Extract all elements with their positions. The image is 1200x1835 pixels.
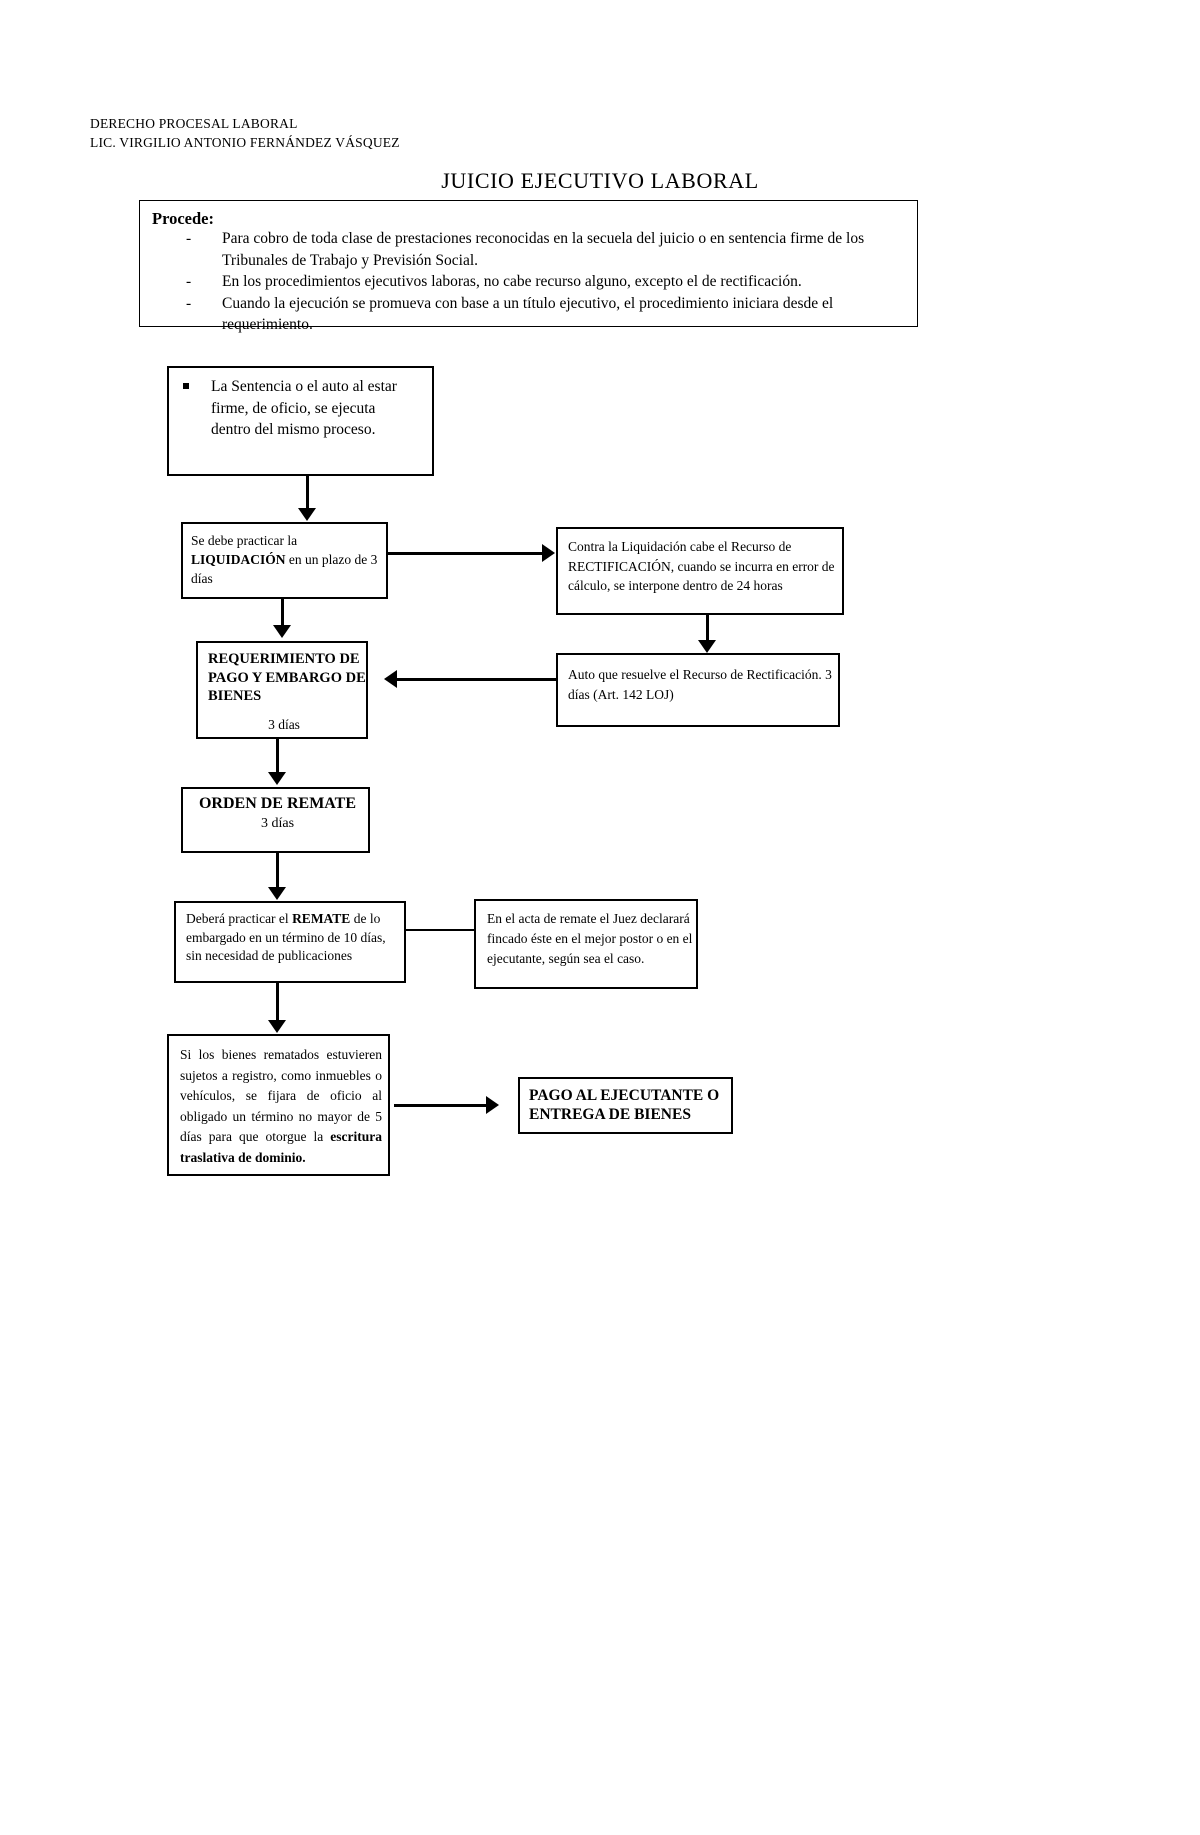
arrow-down-icon xyxy=(268,772,286,785)
connector-rectificacion-to-auto xyxy=(706,615,709,641)
requerimiento-days: 3 días xyxy=(268,717,300,732)
pago-text: PAGO AL EJECUTANTE O ENTREGA DE BIENES xyxy=(529,1087,720,1123)
acta-text: En el acta de remate el Juez declarará f… xyxy=(487,911,693,966)
flow-box-auto-rectificacion: Auto que resuelve el Recurso de Rectific… xyxy=(556,653,840,727)
liquidacion-pre: Se debe practicar la xyxy=(191,533,298,548)
orden-days: 3 días xyxy=(260,816,295,831)
arrow-down-icon xyxy=(273,625,291,638)
sentencia-text-row: La Sentencia o el auto al estar firme, d… xyxy=(183,376,411,441)
auto-text: Auto que resuelve el Recurso de Rectific… xyxy=(568,667,832,702)
flow-box-liquidacion: Se debe practicar la LIQUIDACIÓN en un p… xyxy=(181,522,388,599)
flow-box-remate: Deberá practicar el REMATE de lo embarga… xyxy=(174,901,406,983)
arrow-down-icon xyxy=(698,640,716,653)
registro-pre: Si los bienes rematados estuvieren sujet… xyxy=(180,1047,382,1144)
page-title: JUICIO EJECUTIVO LABORAL xyxy=(441,168,759,193)
flow-box-rectificacion: Contra la Liquidación cabe el Recurso de… xyxy=(556,527,844,615)
flow-box-orden-remate: ORDEN DE REMATE 3 días xyxy=(181,787,370,853)
procede-bullet-list: Para cobro de toda clase de prestaciones… xyxy=(186,228,906,336)
liquidacion-text: Se debe practicar la LIQUIDACIÓN en un p… xyxy=(191,531,386,588)
registro-text: Si los bienes rematados estuvieren sujet… xyxy=(180,1045,382,1168)
arrow-down-icon xyxy=(298,508,316,521)
connector-liquidacion-to-requerimiento xyxy=(281,599,284,626)
rectificacion-text: Contra la Liquidación cabe el Recurso de… xyxy=(568,539,835,593)
arrow-down-icon xyxy=(268,887,286,900)
remate-pre: Deberá practicar el xyxy=(186,911,293,926)
connector-requerimiento-to-orden xyxy=(276,739,279,773)
remate-post: de lo embargado en un término de 10 días… xyxy=(186,911,386,963)
flow-box-requerimiento: REQUERIMIENTO DE PAGO Y EMBARGO DE BIENE… xyxy=(196,641,368,739)
flow-box-sentencia: La Sentencia o el auto al estar firme, d… xyxy=(167,366,434,476)
arrow-left-icon xyxy=(384,670,397,688)
connector-remate-to-registro xyxy=(276,983,279,1021)
procede-heading: Procede: xyxy=(152,209,214,228)
header-line-course: DERECHO PROCESAL LABORAL xyxy=(90,116,298,131)
orden-title: ORDEN DE REMATE xyxy=(198,795,357,812)
arrow-right-icon xyxy=(542,544,555,562)
list-item: Cuando la ejecución se promueva con base… xyxy=(186,293,906,336)
header-line-author: LIC. VIRGILIO ANTONIO FERNÁNDEZ VÁSQUEZ xyxy=(90,135,400,150)
connector-orden-to-remate xyxy=(276,853,279,888)
liquidacion-post: en un plazo de 3 días xyxy=(191,552,378,586)
arrow-down-icon xyxy=(268,1020,286,1033)
document-header: DERECHO PROCESAL LABORAL LIC. VIRGILIO A… xyxy=(90,114,400,152)
connector-auto-to-requerimiento xyxy=(397,678,556,681)
square-bullet-icon xyxy=(183,383,189,389)
registro-strong: escritura traslativa de dominio. xyxy=(180,1129,382,1165)
arrow-right-icon xyxy=(486,1096,499,1114)
flow-box-acta-remate: En el acta de remate el Juez declarará f… xyxy=(474,899,698,989)
connector-remate-to-acta xyxy=(406,929,474,931)
procede-box: Procede: Para cobro de toda clase de pre… xyxy=(139,200,918,333)
sentencia-text: La Sentencia o el auto al estar firme, d… xyxy=(211,378,397,438)
list-item: Para cobro de toda clase de prestaciones… xyxy=(186,228,906,271)
connector-sentencia-to-liquidacion xyxy=(306,476,309,509)
liquidacion-strong: LIQUIDACIÓN xyxy=(191,552,286,567)
connector-registro-to-pago xyxy=(394,1104,487,1107)
connector-liquidacion-to-rectificacion xyxy=(388,552,543,555)
remate-text: Deberá practicar el REMATE de lo embarga… xyxy=(186,910,404,966)
requerimiento-title: REQUERIMIENTO DE PAGO Y EMBARGO DE BIENE… xyxy=(208,651,366,704)
list-item: En los procedimientos ejecutivos laboras… xyxy=(186,271,906,293)
flow-box-pago-ejecutante: PAGO AL EJECUTANTE O ENTREGA DE BIENES xyxy=(518,1077,733,1134)
flow-box-registro: Si los bienes rematados estuvieren sujet… xyxy=(167,1034,390,1176)
remate-strong: REMATE xyxy=(292,911,351,926)
